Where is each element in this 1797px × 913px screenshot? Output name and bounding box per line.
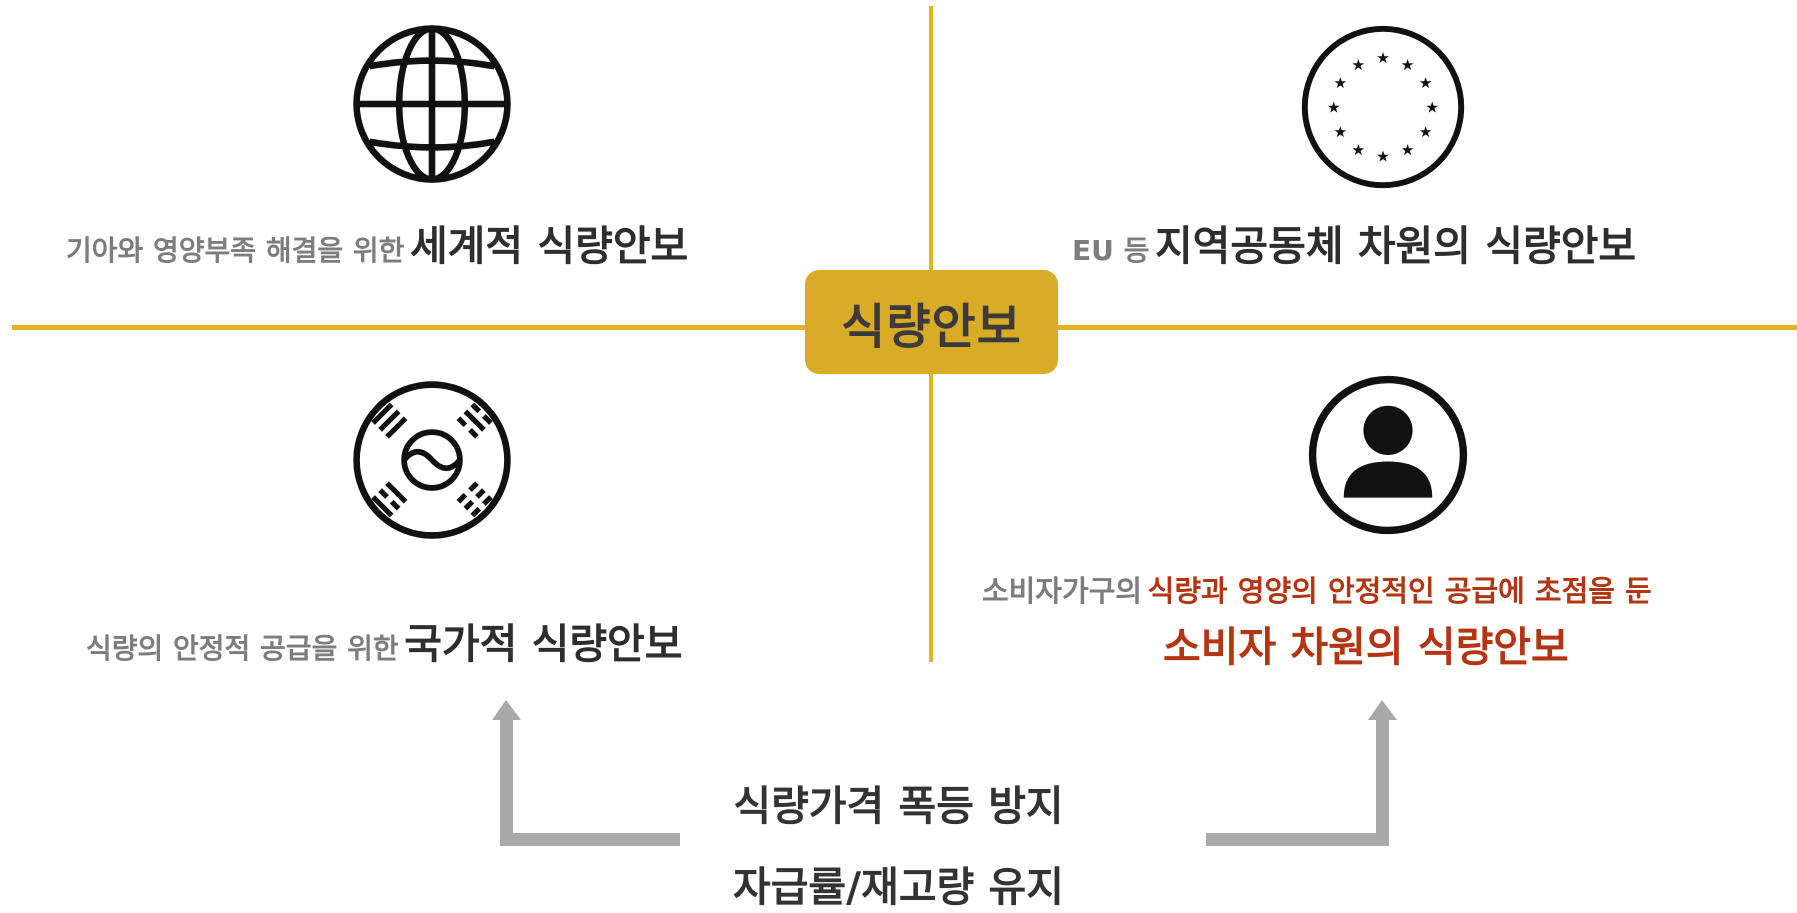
caption-global-lead: 기아와 영양부족 해결을 위한 [66,234,405,267]
bottom-line-stock: 자급률/재고량 유지 [732,863,1064,911]
caption-consumer-line1: 소비자가구의 식량과 영양의 안정적인 공급에 초점을 둔 [982,568,1652,610]
eu-star: ★ [1401,56,1415,74]
caption-national: 식량의 안정적 공급을 위한 국가적 식량안보 [86,610,683,670]
caption-consumer-lead: 소비자가구의 [982,574,1143,608]
bottom-line-price: 식량가격 폭등 방지 [733,782,1064,830]
caption-regional-lead: EU 등 [1072,234,1150,267]
caption-national-emphasis: 국가적 식량안보 [404,620,683,668]
caption-consumer-line2: 소비자 차원의 식량안보 [1163,613,1569,673]
center-title-badge: 식량안보 [805,270,1058,374]
eu-star: ★ [1376,148,1390,166]
user-icon [1308,375,1468,535]
caption-regional: EU 등 지역공동체 차원의 식량안보 [1072,212,1636,272]
taegeuk-icon [353,381,511,539]
eu-star: ★ [1333,74,1347,92]
eu-star: ★ [1376,49,1390,67]
eu-star: ★ [1333,123,1347,141]
caption-national-lead: 식량의 안정적 공급을 위한 [86,632,399,665]
eu-star: ★ [1351,141,1365,159]
caption-consumer-highlight: 식량과 영양의 안정적인 공급에 초점을 둔 [1147,574,1652,608]
eu-star: ★ [1425,98,1439,116]
eu-star: ★ [1419,123,1433,141]
caption-consumer-emphasis: 소비자 차원의 식량안보 [1163,623,1569,671]
eu-star: ★ [1351,56,1365,74]
left-up-arrow [492,700,680,846]
eu-star: ★ [1419,74,1433,92]
eu-star: ★ [1401,141,1415,159]
eu-stars-icon: ★★★★★★★★★★★★ [1301,25,1465,189]
caption-global: 기아와 영양부족 해결을 위한 세계적 식량안보 [66,212,688,272]
globe-icon [353,25,511,183]
caption-regional-emphasis: 지역공동체 차원의 식량안보 [1154,222,1637,270]
caption-global-emphasis: 세계적 식량안보 [409,222,689,270]
right-up-arrow [1206,700,1397,846]
eu-star: ★ [1327,98,1341,116]
